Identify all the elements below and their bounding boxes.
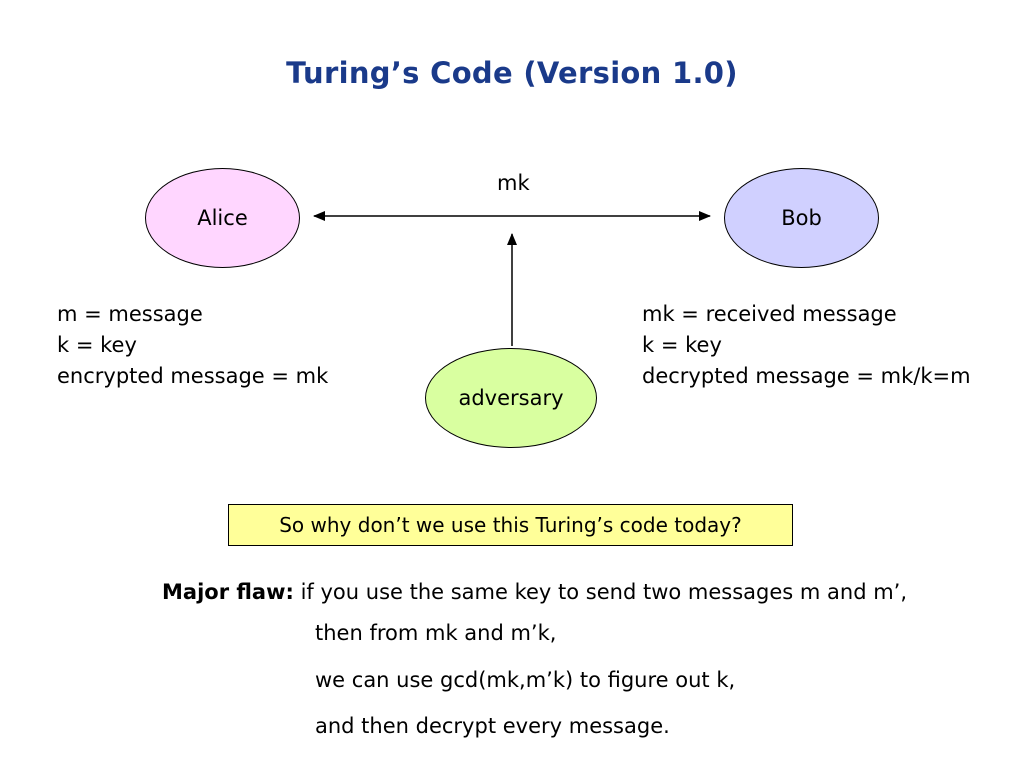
slide-title: Turing’s Code (Version 1.0): [286, 56, 738, 90]
question-box: So why don’t we use this Turing’s code t…: [228, 504, 793, 546]
major-flaw-line-3: we can use gcd(mk,m’k) to figure out k,: [315, 668, 736, 692]
alice-label: Alice: [197, 206, 248, 230]
bob-node: Bob: [724, 168, 879, 268]
major-flaw-line-1: Major flaw: if you use the same key to s…: [162, 580, 907, 604]
question-text: So why don’t we use this Turing’s code t…: [279, 513, 742, 537]
major-flaw-heading: Major flaw:: [162, 580, 294, 604]
edge-label-mk: mk: [497, 171, 530, 195]
major-flaw-line-2: then from mk and m’k,: [315, 621, 557, 645]
major-flaw-line-4: and then decrypt every message.: [315, 714, 670, 738]
alice-note-line: m = message: [57, 302, 203, 326]
bob-note-line: decrypted message = mk/k=m: [642, 364, 971, 388]
bob-note-line: k = key: [642, 333, 722, 357]
adversary-node: adversary: [425, 348, 597, 448]
bob-note-line: mk = received message: [642, 302, 897, 326]
adversary-label: adversary: [458, 386, 564, 410]
alice-notes: m = message k = key encrypted message = …: [57, 299, 328, 392]
alice-note-line: k = key: [57, 333, 137, 357]
alice-node: Alice: [145, 168, 300, 268]
major-flaw-text: if you use the same key to send two mess…: [300, 580, 908, 604]
alice-note-line: encrypted message = mk: [57, 364, 329, 388]
bob-label: Bob: [781, 206, 822, 230]
bob-notes: mk = received message k = key decrypted …: [642, 299, 971, 392]
